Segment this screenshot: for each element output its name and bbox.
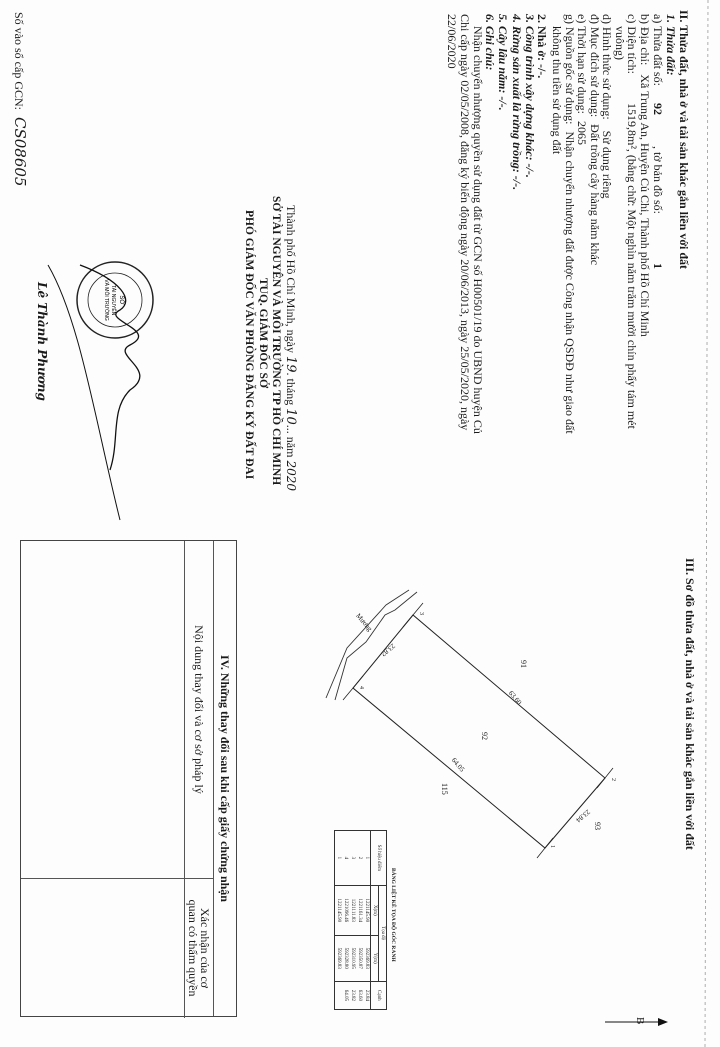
cell: 4 (342, 830, 349, 886)
cell: 1221145.90 (334, 885, 342, 936)
cell: 592369.83 (334, 935, 342, 982)
col-edge: Cạnh (370, 981, 387, 1010)
scan-edge (704, 0, 709, 1047)
coord-table-title: BẢNG LIỆT KÊ TỌA ĐỘ GÓC RANH (390, 868, 396, 962)
north-label: B (634, 1017, 646, 1025)
cell: 592350.87 (356, 935, 363, 982)
cell: 23.82 (349, 981, 356, 1010)
cell: 1221111.83 (349, 885, 356, 936)
canal-line (334, 591, 418, 701)
cell: 592328.80 (342, 935, 349, 982)
cell: 63.60 (356, 981, 363, 1010)
cell: 23.84 (363, 981, 371, 1010)
cell: 1221096.46 (342, 885, 349, 936)
cell: 592369.83 (363, 935, 371, 982)
cell: 1221161.34 (356, 885, 363, 936)
cell (334, 981, 342, 1010)
point-label: 3 (418, 612, 424, 615)
corner-tick (402, 602, 424, 628)
canal-line (325, 589, 410, 699)
cell: 1221145.90 (363, 885, 371, 936)
parcel-label-main: 92 (480, 732, 489, 740)
col-coords: Tọa độ (378, 885, 387, 982)
corner-tick (536, 837, 554, 859)
point-label: 2 (610, 778, 616, 781)
cell: 3 (349, 830, 356, 886)
col-confirm-header: Xác nhận của cơ quan có thẩm quyền (184, 878, 214, 1018)
point-label: 4 (358, 686, 364, 689)
corner-tick (342, 675, 364, 701)
point-label: 1 (549, 845, 555, 848)
signature-stroke (47, 264, 121, 521)
changes-column: Nội dung thay đổi và cơ sở pháp lý (21, 541, 214, 879)
svg-text:VÀ MÔI TRƯỜNG: VÀ MÔI TRƯỜNG (103, 279, 110, 321)
col-changes-header: Nội dung thay đổi và cơ sở pháp lý (184, 541, 214, 878)
cell: 1 (334, 830, 342, 886)
confirm-column: Xác nhận của cơ quan có thẩm quyền (21, 878, 214, 1018)
col-y: Y(m) (370, 935, 379, 982)
parcel-label-neighbor: 91 (519, 660, 528, 668)
parcel-label-neighbor: 115 (440, 783, 449, 795)
cell: 64.05 (342, 981, 349, 1010)
official-stamp: SỞ TÀI NGUYÊN VÀ MÔI TRƯỜNG (76, 261, 154, 339)
cell: 2 (356, 830, 363, 886)
col-point: Số hiệu điểm (370, 830, 387, 886)
corner-tick (596, 767, 614, 789)
changes-table: IV. Những thay đổi sau khi cấp giấy chứn… (20, 540, 237, 1018)
parcel-label-neighbor: 93 (593, 822, 602, 830)
section4-title: IV. Những thay đổi sau khi cấp giấy chứn… (213, 541, 236, 1016)
north-arrowhead-icon (658, 1018, 668, 1026)
cell: 592310.95 (349, 935, 356, 982)
signature-scribble (79, 264, 141, 471)
svg-text:SỞ: SỞ (118, 295, 125, 304)
col-x: X(m) (370, 885, 379, 936)
cell: 1 (363, 830, 371, 886)
svg-text:TÀI NGUYÊN: TÀI NGUYÊN (110, 285, 118, 316)
